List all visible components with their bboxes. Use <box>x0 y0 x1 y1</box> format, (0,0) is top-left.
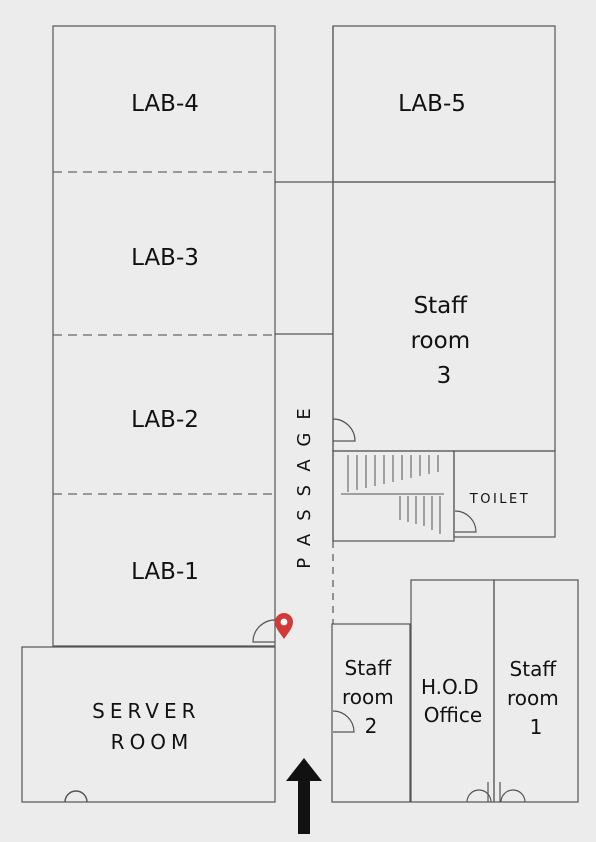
door-toilet <box>454 510 477 533</box>
lab-block-wall <box>52 25 276 647</box>
room-label-lab1: LAB-1 <box>131 559 199 585</box>
staff-room-1-wall <box>493 579 579 803</box>
room-label-lab2: LAB-2 <box>131 407 199 433</box>
staircase <box>347 455 441 534</box>
staff-room-2-wall <box>331 623 411 803</box>
room-label-server-room: SERVER ROOM <box>92 699 212 754</box>
room-label-lab4: LAB-4 <box>131 91 199 117</box>
room-label-lab3: LAB-3 <box>131 245 199 271</box>
door-staff-room-2 <box>332 710 355 733</box>
room-label-staff-room-3: Staff room 3 <box>411 293 478 389</box>
door-staff-room-3 <box>332 418 356 442</box>
room-label-hod-office: H.O.D Office <box>421 675 485 727</box>
room-label-lab5: LAB-5 <box>398 91 466 117</box>
up-arrow-icon <box>286 758 322 834</box>
door-server-room <box>64 790 88 803</box>
room-label-staff-room-2: Staff room 2 <box>342 656 400 738</box>
location-pin-icon <box>275 613 293 639</box>
door-hod-office <box>466 789 492 803</box>
toilet-wall <box>453 450 556 538</box>
door-staff-room-1 <box>500 789 526 803</box>
room-label-staff-room-1: Staff room 1 <box>507 657 565 739</box>
passage-label: PASSAGE <box>294 395 315 569</box>
room-label-toilet: TOILET <box>469 492 530 507</box>
door-lab-1 <box>252 619 276 643</box>
server-room-wall <box>21 646 276 803</box>
